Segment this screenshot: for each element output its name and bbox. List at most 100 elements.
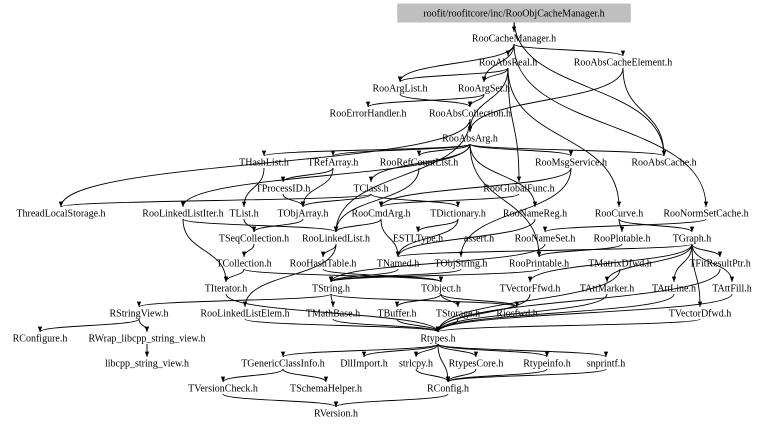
node-tnamed-h[interactable]: TNamed.h [377, 259, 420, 270]
node-tvectordfwd-h[interactable]: TVectorDfwd.h [669, 309, 731, 320]
node-roolinkedlistelem-h[interactable]: RooLinkedListElem.h [200, 309, 289, 320]
node-tgraph-h[interactable]: TGraph.h [673, 234, 712, 245]
node-rooabscache-h[interactable]: RooAbsCache.h [631, 158, 696, 169]
node-tdictionary-h[interactable]: TDictionary.h [430, 209, 486, 220]
node-tstorage-h[interactable]: TStorage.h [436, 309, 480, 320]
node-thashlist-h[interactable]: THashList.h [239, 158, 289, 169]
node-rooabsarg-h[interactable]: RooAbsArg.h [442, 134, 498, 145]
node-assert-h[interactable]: assert.h [464, 234, 494, 245]
node-tgenericclassinfo-h[interactable]: TGenericClassInfo.h [241, 359, 325, 370]
node-tobject-h[interactable]: TObject.h [421, 284, 461, 295]
edge-roocmdarg-h-to-roolinkedlist-h [333, 218, 382, 233]
node-tversioncheck-h[interactable]: TVersionCheck.h [188, 384, 258, 395]
edge-tmatrixdfwd-h-to-rtypes-h [435, 268, 621, 333]
node-strlcpy-h[interactable]: strlcpy.h [399, 359, 433, 370]
node-rooarglist-h[interactable]: RooArgList.h [372, 84, 427, 95]
root-node-box [397, 3, 631, 23]
node-rooprintable-h[interactable]: RooPrintable.h [509, 259, 569, 270]
node-roolinkedlist-h[interactable]: RooLinkedList.h [302, 234, 370, 245]
node-roocachemanager-h[interactable]: RooCacheManager.h [472, 34, 556, 45]
edge-tgraph-h-to-tvectordfwd-h [691, 243, 703, 308]
edge-rooabscollection-h-to-roolinkedlist-h [333, 118, 471, 233]
node-rconfig-h[interactable]: RConfig.h [427, 384, 469, 395]
node-tattfill-h[interactable]: TAttFill.h [712, 284, 751, 295]
node-tmatrixdfwd-h[interactable]: TMatrixDfwd.h [588, 259, 652, 270]
node-rooargset-h[interactable]: RooArgSet.h [458, 84, 510, 95]
root-node[interactable]: roofit/roofitcore/inc/RooObjCacheManager… [397, 3, 631, 23]
node-label: RooHashTable.h [290, 259, 357, 270]
node-roonormsetcache-h[interactable]: RooNormSetCache.h [663, 209, 748, 220]
node-rooabscollection-h[interactable]: RooAbsCollection.h [429, 109, 511, 120]
node-tmathbase-h[interactable]: TMathBase.h [306, 309, 360, 320]
node-label: assert.h [464, 234, 494, 245]
node-tvectorffwd-h[interactable]: TVectorFfwd.h [500, 284, 561, 295]
node-rversion-h[interactable]: RVersion.h [314, 409, 358, 420]
edge-rooabsarg-h-to-rooprintable-h [469, 143, 542, 258]
node-libcpp-string-view-h[interactable]: libcpp_string_view.h [105, 359, 189, 370]
node-trefarray-h[interactable]: TRefArray.h [308, 158, 359, 169]
node-label: ESTLType.h [393, 234, 443, 245]
node-riosfwd-h[interactable]: Riosfwd.h [496, 309, 537, 320]
node-rooabscacheelement-h[interactable]: RooAbsCacheElement.h [574, 58, 673, 69]
node-label: ThreadLocalStorage.h [16, 209, 105, 220]
node-tfitresultptr-h[interactable]: TFitResultPtr.h [689, 259, 750, 270]
node-dllimport-h[interactable]: DllImport.h [340, 359, 388, 370]
edge-rooabscacheelement-h-to-rooabscache-h [622, 67, 667, 157]
node-roohashtable-h[interactable]: RooHashTable.h [290, 259, 357, 270]
edge-rooabsreal-h-to-rooargset-h [481, 67, 509, 83]
node-label: TSeqCollection.h [219, 234, 289, 245]
node-tobjstring-h[interactable]: TObjString.h [435, 259, 488, 270]
node-label: RooArgSet.h [458, 84, 510, 95]
node-estltype-h[interactable]: ESTLType.h [393, 234, 443, 245]
edge-rtypes-h-to-strlcpy-h [413, 343, 439, 358]
node-tattline-h[interactable]: TAttLine.h [652, 284, 696, 295]
node-label: TObject.h [421, 284, 461, 295]
node-rtypeinfo-h[interactable]: Rtypeinfo.h [523, 359, 571, 370]
node-tobjarray-h[interactable]: TObjArray.h [277, 209, 328, 220]
node-snprintf-h[interactable]: snprintf.h [587, 359, 626, 370]
node-rooglobalfunc-h[interactable]: RooGlobalFunc.h [483, 184, 554, 195]
node-tbuffer-h[interactable]: TBuffer.h [378, 309, 417, 320]
node-tattmarker-h[interactable]: TAttMarker.h [580, 284, 634, 295]
edge-rooprintable-h-to-tstring-h [328, 268, 540, 283]
node-rwrap-libcpp-string-view-h[interactable]: RWrap_libcpp_string_view.h [89, 334, 206, 345]
node-roocmdarg-h[interactable]: RooCmdArg.h [352, 209, 411, 220]
node-tseqcollection-h[interactable]: TSeqCollection.h [219, 234, 289, 245]
node-label: TObjString.h [435, 259, 488, 270]
node-tschemahelper-h[interactable]: TSchemaHelper.h [290, 384, 362, 395]
node-tstring-h[interactable]: TString.h [312, 284, 350, 295]
edge-tgenericclassinfo-h-to-tschemahelper-h [282, 368, 329, 383]
node-label: RWrap_libcpp_string_view.h [89, 334, 206, 345]
node-rooerrorhandler-h[interactable]: RooErrorHandler.h [330, 109, 407, 120]
node-label: TString.h [312, 284, 350, 295]
node-label: RooNameReg.h [503, 209, 567, 220]
edge-rtypes-h-to-dllimport-h [361, 343, 439, 358]
node-rstringview-h[interactable]: RStringView.h [109, 309, 168, 320]
node-roocurve-h[interactable]: RooCurve.h [595, 209, 644, 220]
node-label: TProcessID.h [256, 184, 311, 195]
node-roonameset-h[interactable]: RooNameSet.h [515, 234, 576, 245]
node-threadlocalstorage-h[interactable]: ThreadLocalStorage.h [16, 209, 105, 220]
node-rconfigure-h[interactable]: RConfigure.h [13, 334, 68, 345]
node-roorefcountlist-h[interactable]: RooRefCountList.h [380, 158, 459, 169]
node-roomsgservice-h[interactable]: RooMsgService.h [535, 158, 607, 169]
node-label: TObjArray.h [277, 209, 328, 220]
node-tcollection-h[interactable]: TCollection.h [216, 259, 271, 270]
node-rooabsreal-h[interactable]: RooAbsReal.h [479, 58, 538, 69]
node-label: TVectorFfwd.h [500, 284, 561, 295]
edge-rooabsarg-h-to-roorefcountlist-h [416, 143, 471, 157]
node-rtypes-h[interactable]: Rtypes.h [420, 334, 455, 345]
node-tclass-h[interactable]: TClass.h [353, 184, 388, 195]
edge-rooabsarg-h-to-roonamereg-h [469, 143, 538, 208]
node-titerator-h[interactable]: TIterator.h [205, 284, 247, 295]
node-roonamereg-h[interactable]: RooNameReg.h [503, 209, 567, 220]
edge-rooabsreal-h-to-roocurve-h [507, 67, 622, 208]
edge-tgenericclassinfo-h-to-tversioncheck-h [220, 368, 284, 383]
node-tprocessid-h[interactable]: TProcessID.h [256, 184, 311, 195]
node-roolinkedlistiter-h[interactable]: RooLinkedListIter.h [142, 209, 223, 220]
node-label: Rtypeinfo.h [523, 359, 571, 370]
node-tlist-h[interactable]: TList.h [229, 209, 258, 220]
node-rooplotable-h[interactable]: RooPlotable.h [594, 234, 651, 245]
node-label: RooErrorHandler.h [330, 109, 407, 120]
node-rtypescore-h[interactable]: RtypesCore.h [449, 359, 504, 370]
